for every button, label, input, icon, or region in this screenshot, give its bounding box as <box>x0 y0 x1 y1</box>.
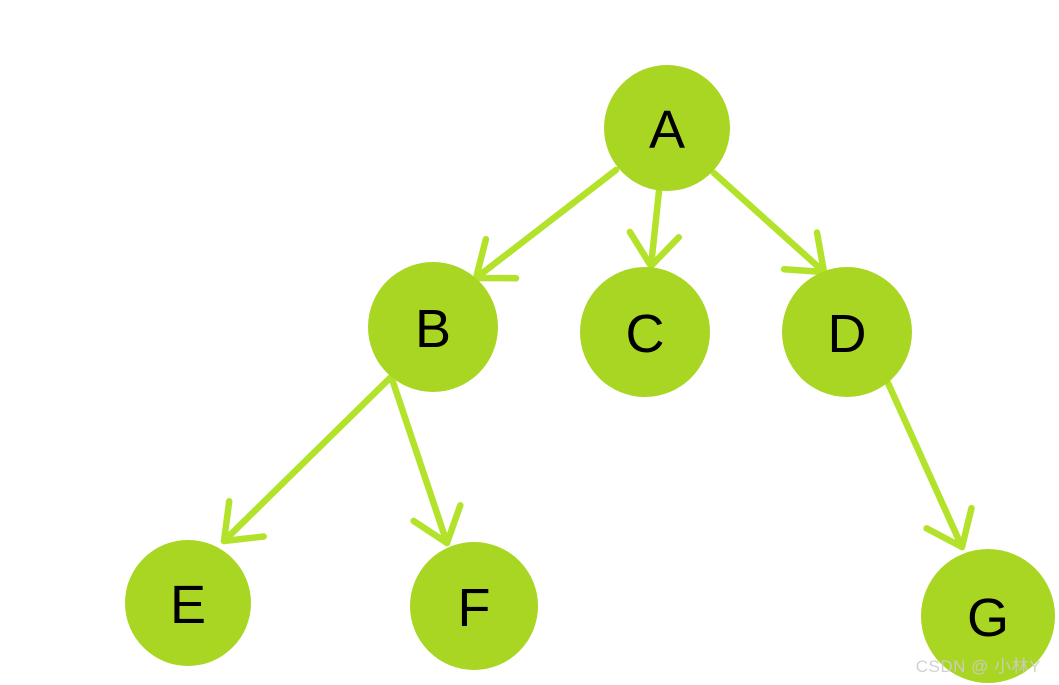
edge-arrowhead-B-F <box>410 502 464 547</box>
tree-node-label-G: G <box>967 588 1009 648</box>
edge-arrowhead-B-E <box>220 498 267 545</box>
edge-arrowhead-A-B <box>472 235 520 282</box>
tree-node-label-E: E <box>170 575 206 635</box>
tree-node-G <box>921 549 1055 683</box>
tree-node-D <box>782 267 912 397</box>
edge-arrowhead-A-C <box>626 228 683 270</box>
edge-arrowhead-A-D <box>780 229 828 276</box>
tree-node-label-F: F <box>458 578 491 638</box>
edge-B-E <box>220 374 394 545</box>
edge-A-C <box>647 187 663 270</box>
edge-D-G <box>884 379 966 551</box>
edge-B-F <box>389 378 451 547</box>
watermark-text: CSDN @ 小林Y <box>915 657 1041 676</box>
tree-node-label-B: B <box>415 299 451 359</box>
tree-node-C <box>580 267 710 397</box>
edge-arrowhead-D-G <box>923 504 975 551</box>
tree-node-label-C: C <box>626 304 665 364</box>
edge-A-B <box>472 166 620 282</box>
tree-node-A <box>604 65 730 191</box>
tree-node-E <box>125 540 251 666</box>
edge-A-D <box>710 169 828 276</box>
tree-node-label-D: D <box>828 304 867 364</box>
tree-node-F <box>410 542 538 670</box>
tree-node-B <box>368 262 498 392</box>
tree-node-label-A: A <box>649 100 685 160</box>
